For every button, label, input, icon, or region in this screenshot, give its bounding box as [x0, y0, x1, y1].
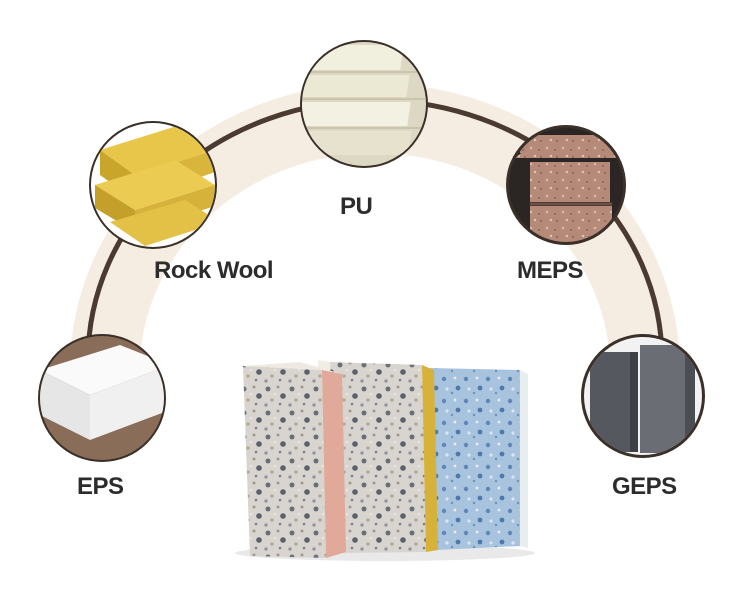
eps-sample-image: [38, 334, 166, 462]
composite-panels-image: [235, 360, 535, 561]
label-meps: MEPS: [517, 257, 584, 284]
geps-sample-image: [581, 334, 705, 458]
label-geps: GEPS: [612, 473, 677, 500]
label-pu: PU: [340, 193, 373, 220]
rock-wool-sample-image: [89, 121, 217, 249]
pu-sample-image: [300, 40, 428, 168]
label-eps: EPS: [77, 473, 124, 500]
label-rock-wool: Rock Wool: [154, 257, 274, 284]
meps-sample-image: [506, 125, 626, 245]
